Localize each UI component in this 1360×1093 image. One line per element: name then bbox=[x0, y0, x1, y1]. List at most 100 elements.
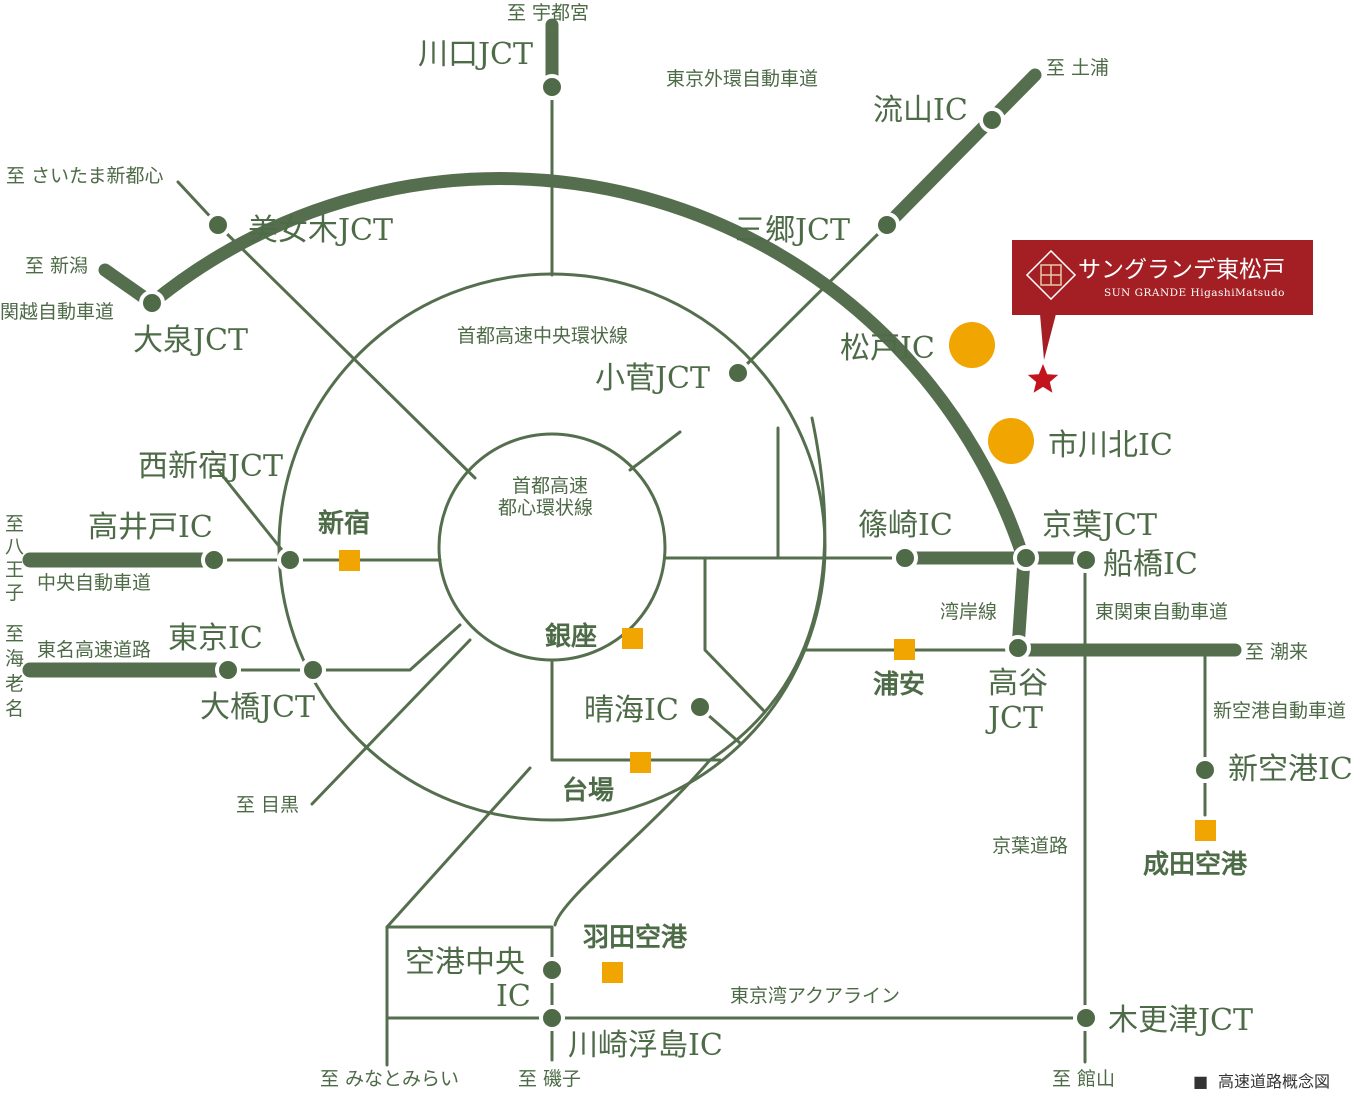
road-stub-ne bbox=[628, 430, 682, 472]
brand-name: サングランデ東松戸 bbox=[1078, 257, 1285, 283]
label-narita-airport: 成田空港 bbox=[1143, 849, 1248, 880]
node-keiyo-jct bbox=[1013, 545, 1039, 571]
label-ginza: 銀座 bbox=[545, 621, 597, 652]
node-misato-jct bbox=[874, 212, 900, 238]
node-nishishinjuku-jct bbox=[277, 547, 303, 573]
brand-logo-icon bbox=[1025, 249, 1077, 301]
road-ginza-south bbox=[550, 658, 722, 762]
road-haneda-west bbox=[385, 766, 532, 1067]
label-to-minatomirai: 至 みなとみらい bbox=[320, 1068, 459, 1090]
label-to-utsunomiya: 至 宇都宮 bbox=[507, 2, 589, 24]
highlight-matsudo-ic bbox=[949, 322, 995, 368]
nodes bbox=[139, 74, 1218, 1031]
landmark-square-odaiba bbox=[630, 752, 651, 773]
brand-callout: サングランデ東松戸 SUN GRANDE HigashiMatsudo bbox=[1012, 240, 1313, 393]
label-matsudo-ic: 松戸IC bbox=[840, 331, 935, 366]
label-takaya-jct-2: JCT bbox=[985, 701, 1043, 736]
label-to-ebina: 至 海 老 名 bbox=[5, 623, 24, 720]
road-misato-kosuge bbox=[736, 223, 889, 375]
road-fukagawa bbox=[703, 558, 767, 714]
gaikan-ring bbox=[145, 172, 1031, 655]
thick-roads bbox=[22, 18, 1242, 678]
brand-name-en: SUN GRANDE HigashiMatsudo bbox=[1104, 287, 1285, 299]
label-keiyo-road: 京葉道路 bbox=[992, 835, 1068, 857]
landmarks bbox=[339, 550, 1216, 983]
label-tomei: 東名高速道路 bbox=[37, 639, 151, 661]
label-to-itako: 至 潮来 bbox=[1245, 641, 1308, 663]
node-nagareyama-ic bbox=[979, 107, 1005, 133]
label-odaiba: 台場 bbox=[562, 775, 614, 806]
label-funabashi-ic: 船橋IC bbox=[1103, 547, 1198, 582]
label-chuo-expwy: 中央自動車道 bbox=[37, 572, 151, 594]
label-kisarazu-jct: 木更津JCT bbox=[1108, 1003, 1253, 1038]
label-kosuge-jct: 小菅JCT bbox=[595, 361, 710, 396]
label-to-saitama: 至 さいたま新都心 bbox=[6, 165, 163, 187]
label-to-tsuchiura: 至 土浦 bbox=[1046, 57, 1109, 79]
label-takaya-jct-1: 高谷 bbox=[988, 666, 1048, 701]
label-aqualine: 東京湾アクアライン bbox=[730, 985, 900, 1007]
label-kawasaki-ukishima-ic: 川崎浮島IC bbox=[568, 1028, 723, 1063]
label-chuo-kanjo: 首都高速中央環状線 bbox=[457, 325, 628, 347]
brand-box bbox=[1012, 240, 1313, 315]
landmark-square-narita bbox=[1195, 820, 1216, 841]
label-toshin-kanjo-1: 首都高速 bbox=[512, 475, 588, 497]
svg-text:王: 王 bbox=[5, 559, 24, 581]
svg-text:子: 子 bbox=[5, 582, 24, 604]
node-bijogi-jct bbox=[205, 212, 231, 238]
landmark-square-ginza bbox=[622, 628, 643, 649]
property-star-icon bbox=[1027, 364, 1059, 393]
label-keiyo-jct: 京葉JCT bbox=[1042, 508, 1157, 543]
landmark-square-urayasu bbox=[894, 639, 915, 660]
node-ohashi-jct bbox=[300, 657, 326, 683]
node-kawasaki-ukishima-ic bbox=[539, 1005, 565, 1031]
node-shinozaki-ic bbox=[892, 545, 918, 571]
svg-text:至: 至 bbox=[5, 513, 24, 535]
label-misato-jct: 三郷JCT bbox=[735, 213, 850, 248]
label-gaikan: 東京外環自動車道 bbox=[666, 68, 818, 90]
node-oizumi-jct bbox=[139, 290, 165, 316]
node-kosuge-jct bbox=[725, 360, 751, 386]
highlight-ichikawakita-ic bbox=[988, 418, 1034, 464]
road-meguro-route bbox=[310, 638, 472, 806]
label-shinkuko-ic: 新空港IC bbox=[1228, 752, 1353, 787]
label-ichikawakita-ic: 市川北IC bbox=[1048, 428, 1173, 463]
svg-text:名: 名 bbox=[5, 698, 24, 720]
label-nishishinjuku-jct: 西新宿JCT bbox=[138, 449, 283, 484]
node-harumi-ic bbox=[687, 694, 713, 720]
node-takaido-ic bbox=[201, 547, 227, 573]
node-shinkuko-ic bbox=[1192, 757, 1218, 783]
road-bijogi-route bbox=[216, 223, 477, 480]
legend-square-icon: ■ bbox=[1193, 1072, 1208, 1091]
label-shinkuko-expwy: 新空港自動車道 bbox=[1213, 700, 1346, 722]
landmark-square-haneda bbox=[602, 962, 623, 983]
label-nagareyama-ic: 流山IC bbox=[873, 93, 968, 128]
svg-text:八: 八 bbox=[5, 536, 24, 558]
label-kawaguchi-jct: 川口JCT bbox=[418, 37, 533, 72]
jyoban-expwy bbox=[880, 68, 1042, 232]
landmark-square-shinjuku bbox=[339, 550, 360, 571]
label-to-isogo: 至 磯子 bbox=[518, 1068, 581, 1090]
node-takaya-jct bbox=[1005, 635, 1031, 661]
svg-text:海: 海 bbox=[5, 648, 24, 670]
label-bijogi-jct: 美女木JCT bbox=[248, 213, 393, 248]
label-takaido-ic: 高井戸IC bbox=[88, 510, 213, 545]
svg-text:老: 老 bbox=[5, 673, 24, 695]
label-kuko-chuo-ic-2: IC bbox=[496, 979, 531, 1014]
brand-pointer bbox=[1040, 314, 1056, 360]
legend-text: 高速道路概念図 bbox=[1218, 1072, 1330, 1091]
label-kuko-chuo-ic-1: 空港中央 bbox=[405, 945, 525, 980]
label-oizumi-jct: 大泉JCT bbox=[133, 323, 248, 358]
label-wangan: 湾岸線 bbox=[940, 601, 997, 623]
label-higashikanto: 東関東自動車道 bbox=[1095, 601, 1228, 623]
label-shinjuku: 新宿 bbox=[318, 508, 370, 539]
label-urayasu: 浦安 bbox=[873, 669, 925, 700]
label-toshin-kanjo-2: 都心環状線 bbox=[498, 497, 593, 519]
label-harumi-ic: 晴海IC bbox=[584, 693, 679, 728]
label-haneda-airport: 羽田空港 bbox=[583, 922, 688, 953]
label-ohashi-jct: 大橋JCT bbox=[200, 690, 315, 725]
node-kuko-chuo-ic bbox=[539, 957, 565, 983]
label-to-tateyama: 至 館山 bbox=[1052, 1068, 1115, 1090]
